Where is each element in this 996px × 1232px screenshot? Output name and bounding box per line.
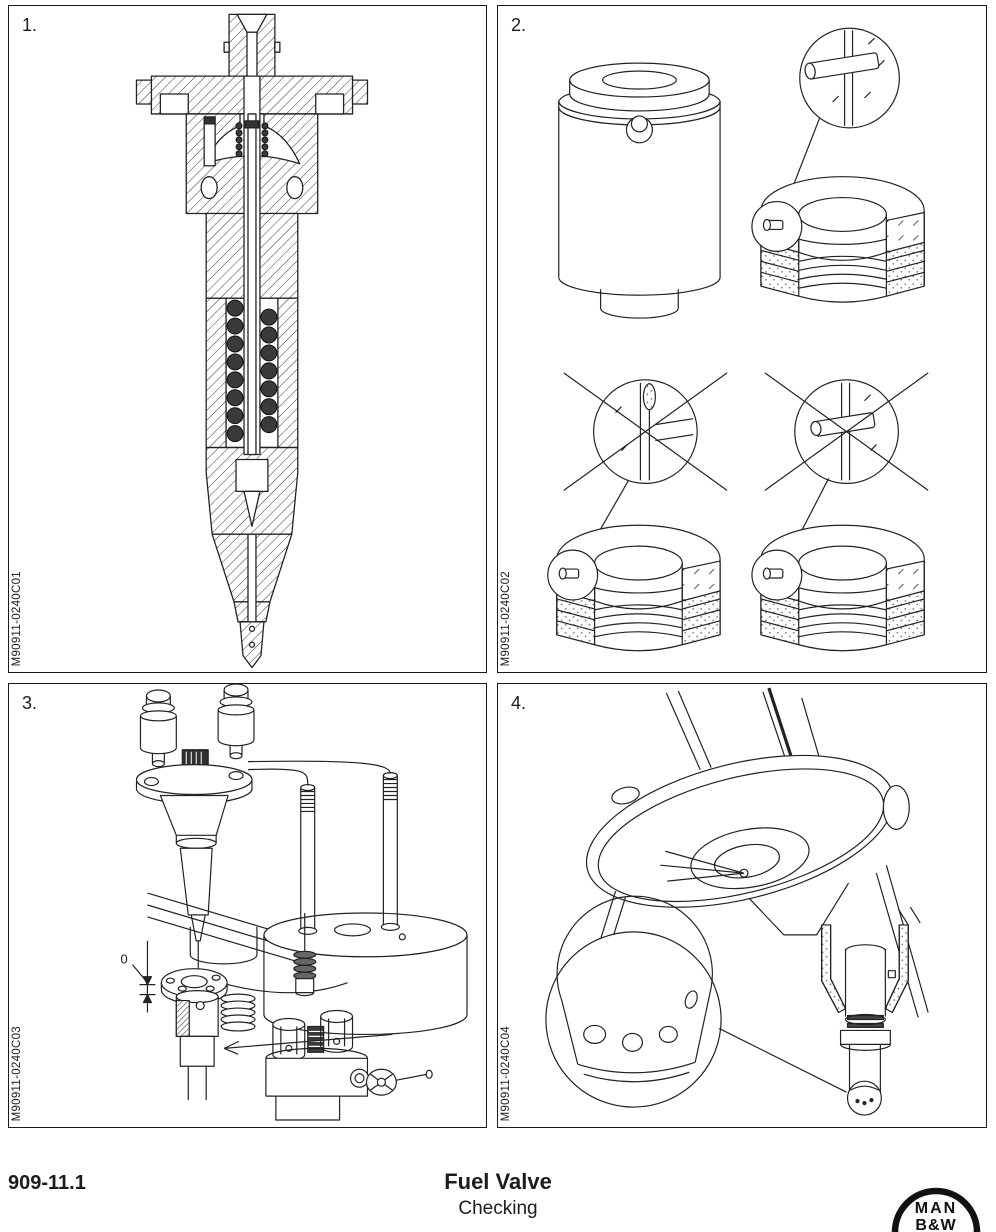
- section-number: 909-11.1: [8, 1172, 86, 1194]
- test-rig-exploded-drawing: 0: [121, 684, 468, 1121]
- union-nut-left: [139, 689, 177, 768]
- panel-2-number: 2.: [511, 15, 527, 35]
- panel-4-figure-code: M90911-0240C04: [500, 1025, 512, 1121]
- fuel-valve-cross-section-drawing: [135, 13, 369, 669]
- man-bw-logo: MAN B&W: [891, 1187, 981, 1232]
- holder-and-ring-details-drawing: [547, 27, 929, 652]
- leader-lines: [247, 760, 391, 786]
- panel-1-figure-code: M90911-0240C01: [11, 570, 23, 666]
- spring-housing-left: [160, 968, 256, 1101]
- detail-circle-seat: [545, 895, 722, 1108]
- panel-1-number: 1.: [22, 15, 38, 35]
- small-valve-part: [293, 912, 317, 997]
- magnifier-leader: [718, 1027, 847, 1093]
- panel-2-figure-code: M90911-0240C02: [500, 570, 512, 666]
- logo-text-man: MAN: [915, 1200, 957, 1217]
- panel-4-number: 4.: [511, 693, 527, 713]
- nozzle-in-sleeve: [821, 906, 921, 1116]
- spindle-guide-disc: [577, 754, 929, 1018]
- logo-text-bw: B&W: [915, 1217, 956, 1232]
- panel-1: 1. M90911-0240C01: [8, 5, 487, 673]
- valve-spring-coils: [226, 122, 278, 443]
- panel-3: 3. M90911-0240C03: [8, 683, 487, 1128]
- panel-3-number: 3.: [22, 693, 38, 713]
- valve-body-group: [135, 13, 369, 669]
- seat-and-guide-details-drawing: [545, 687, 929, 1116]
- cylinder-stem: [189, 926, 258, 965]
- zero-dimension-label: 0: [121, 952, 128, 967]
- valve-holder-right: [265, 1009, 433, 1121]
- union-nut-right: [217, 684, 255, 760]
- detail-circle-wrong-right: [764, 372, 929, 570]
- assembly-direction-arrow: [223, 1033, 393, 1055]
- page-subtitle: Checking: [458, 1198, 538, 1219]
- panel-2: 2. M90911-0240C02: [497, 5, 987, 673]
- fuel-valve-assembly: [135, 749, 253, 971]
- detail-circle-wrong-left: [563, 372, 728, 570]
- detail-circle-correct: [780, 27, 900, 218]
- panel-3-figure-code: M90911-0240C03: [11, 1025, 23, 1121]
- fuel-valve-holder-cylinder: [558, 62, 721, 319]
- panel-4: 4. M90911-0240C04: [497, 683, 987, 1128]
- zero-lift-dimension: [132, 940, 156, 1013]
- page-title: Fuel Valve: [444, 1169, 552, 1194]
- logo-arch: [891, 1187, 981, 1232]
- mounting-studs: [298, 772, 400, 935]
